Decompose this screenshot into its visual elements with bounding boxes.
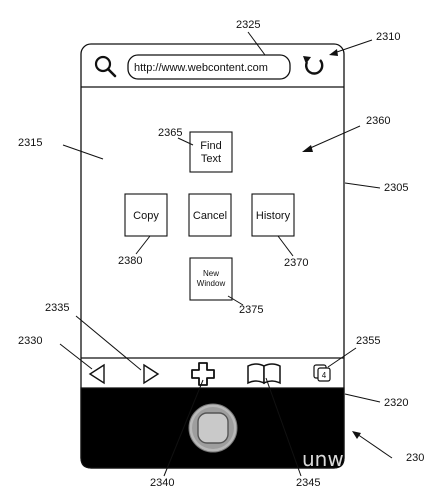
bookmarks-book-icon[interactable] [247,363,281,385]
ref-label-2360: 2360 [366,115,390,127]
ref-label-2380: 2380 [118,255,142,267]
leader-2375 [227,295,244,306]
ref-label-2320: 2320 [384,397,408,409]
ref-label-2335: 2335 [45,302,69,314]
ref-label-2310: 2310 [376,31,400,43]
ref-label-2325: 2325 [236,19,260,31]
leader-2310 [333,39,373,54]
ref-label-2365: 2365 [158,127,182,139]
find-text-button[interactable]: Find Text [189,131,233,173]
leader-2330 [59,343,93,370]
url-field[interactable] [127,54,291,80]
ref-label-2305: 2305 [384,182,408,194]
ref-label-2300: 230 [406,452,424,464]
leader-2360 [307,125,361,150]
new-window-button[interactable]: New Window [189,257,233,301]
leader-2320 [344,393,381,403]
ref-label-2355: 2355 [356,335,380,347]
leader-2370 [277,235,294,257]
history-button[interactable]: History [251,193,295,237]
leader-2365 [177,137,194,146]
ref-label-2345: 2345 [296,477,320,489]
forward-arrow-icon[interactable] [143,363,160,385]
home-button[interactable] [188,403,238,453]
arrowhead-2300 [352,431,361,439]
ref-label-2370: 2370 [284,257,308,269]
watermark-text: unwire.hk [302,447,400,471]
reload-icon[interactable] [303,56,324,75]
leader-2340 [163,379,204,477]
leader-2345 [265,377,302,477]
copy-label: Copy [133,210,159,222]
leader-2300 [356,433,393,459]
add-plus-icon[interactable] [191,362,215,386]
leader-2315 [62,144,104,160]
find-text-label-2: Text [201,153,221,165]
leader-2380 [135,235,151,255]
leader-2335 [75,315,142,371]
leader-2355 [327,347,357,368]
cancel-button[interactable]: Cancel [188,193,232,237]
new-window-label-1: New [203,269,219,278]
history-label: History [256,210,291,222]
url-text: http://www.webcontent.com [134,62,268,74]
search-icon[interactable] [94,55,117,78]
tab-count: 4 [322,371,327,380]
ref-label-2315: 2315 [18,137,42,149]
back-arrow-icon[interactable] [88,363,105,385]
arrowhead-2310 [329,49,338,56]
leader-2305 [344,182,381,189]
cancel-label: Cancel [193,210,227,222]
tabs-icon[interactable]: 4 [313,364,331,382]
leader-2325 [247,31,266,56]
arrowhead-2360 [302,145,313,152]
ref-label-2340: 2340 [150,477,174,489]
find-text-label-1: Find [200,140,221,152]
ref-label-2375: 2375 [239,304,263,316]
new-window-label-2: Window [197,279,226,288]
ref-label-2330: 2330 [18,335,42,347]
copy-button[interactable]: Copy [124,193,168,237]
